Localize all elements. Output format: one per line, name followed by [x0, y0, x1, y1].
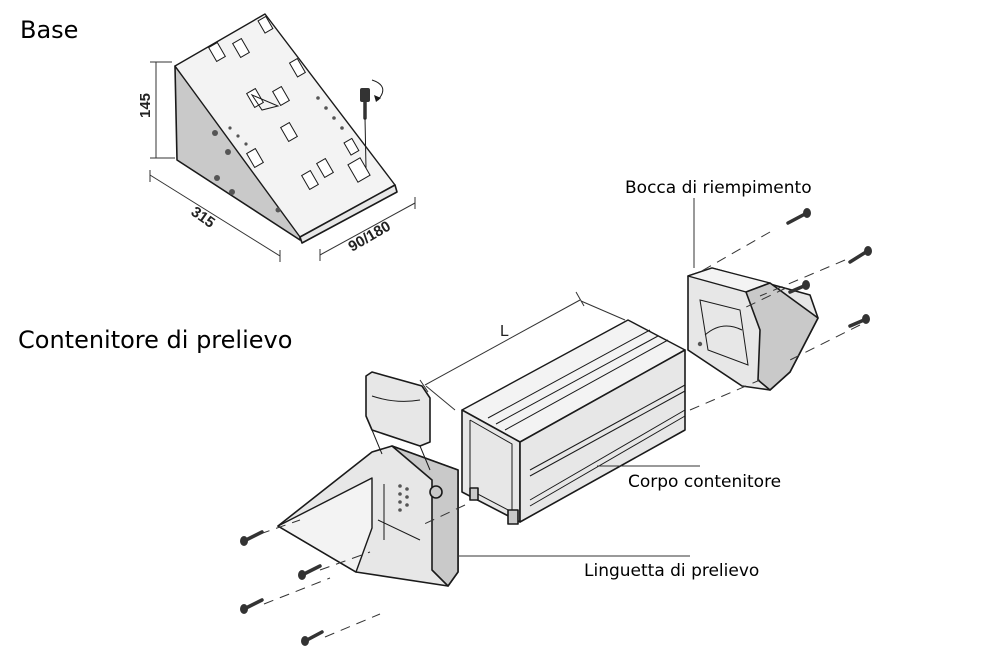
dim-depth: 90/180 [346, 218, 394, 256]
callout-filling-mouth: Bocca di riempimento [625, 178, 812, 198]
dim-length: 315 [188, 203, 218, 231]
screw-icon [848, 314, 870, 328]
screw-icon [301, 630, 324, 646]
pickup-scoop-inner [277, 477, 373, 573]
screw-icon [848, 246, 872, 264]
assembly-lines [259, 231, 861, 638]
heading-container: Contenitore di prelievo [18, 326, 293, 354]
pickup-holes [398, 484, 409, 512]
base-arrow-mark [250, 93, 280, 111]
base-bottom-edge [299, 184, 398, 244]
pickup-insert [365, 371, 431, 447]
screw-icon [788, 280, 810, 294]
screw-icon [240, 598, 264, 614]
screw-icon [240, 530, 264, 546]
dim-container-length: L [500, 323, 509, 340]
pickup-scoop-side [391, 445, 459, 587]
callout-container-body: Corpo contenitore [628, 472, 782, 492]
body-foot-right [507, 509, 519, 525]
base-wedge [174, 13, 398, 244]
heading-base: Base [20, 16, 79, 44]
dim-height: 145 [137, 93, 154, 118]
container-length-dimension: L [419, 291, 626, 411]
base-screw-icon [360, 79, 384, 169]
base-plate-holes [228, 96, 344, 146]
callout-pickup-tab: Linguetta di prelievo [584, 561, 760, 581]
base-side-holes [212, 130, 281, 213]
screw-icon [298, 564, 322, 580]
screw-icon [786, 208, 811, 225]
callout-leaders [458, 198, 700, 557]
body-foot-left [469, 487, 479, 501]
screws [240, 208, 872, 646]
pickup-tab [277, 371, 459, 587]
pickup-knob [429, 485, 443, 499]
base-plate-slots [207, 15, 371, 191]
filling-mouth [687, 267, 819, 391]
container-body [461, 319, 686, 525]
